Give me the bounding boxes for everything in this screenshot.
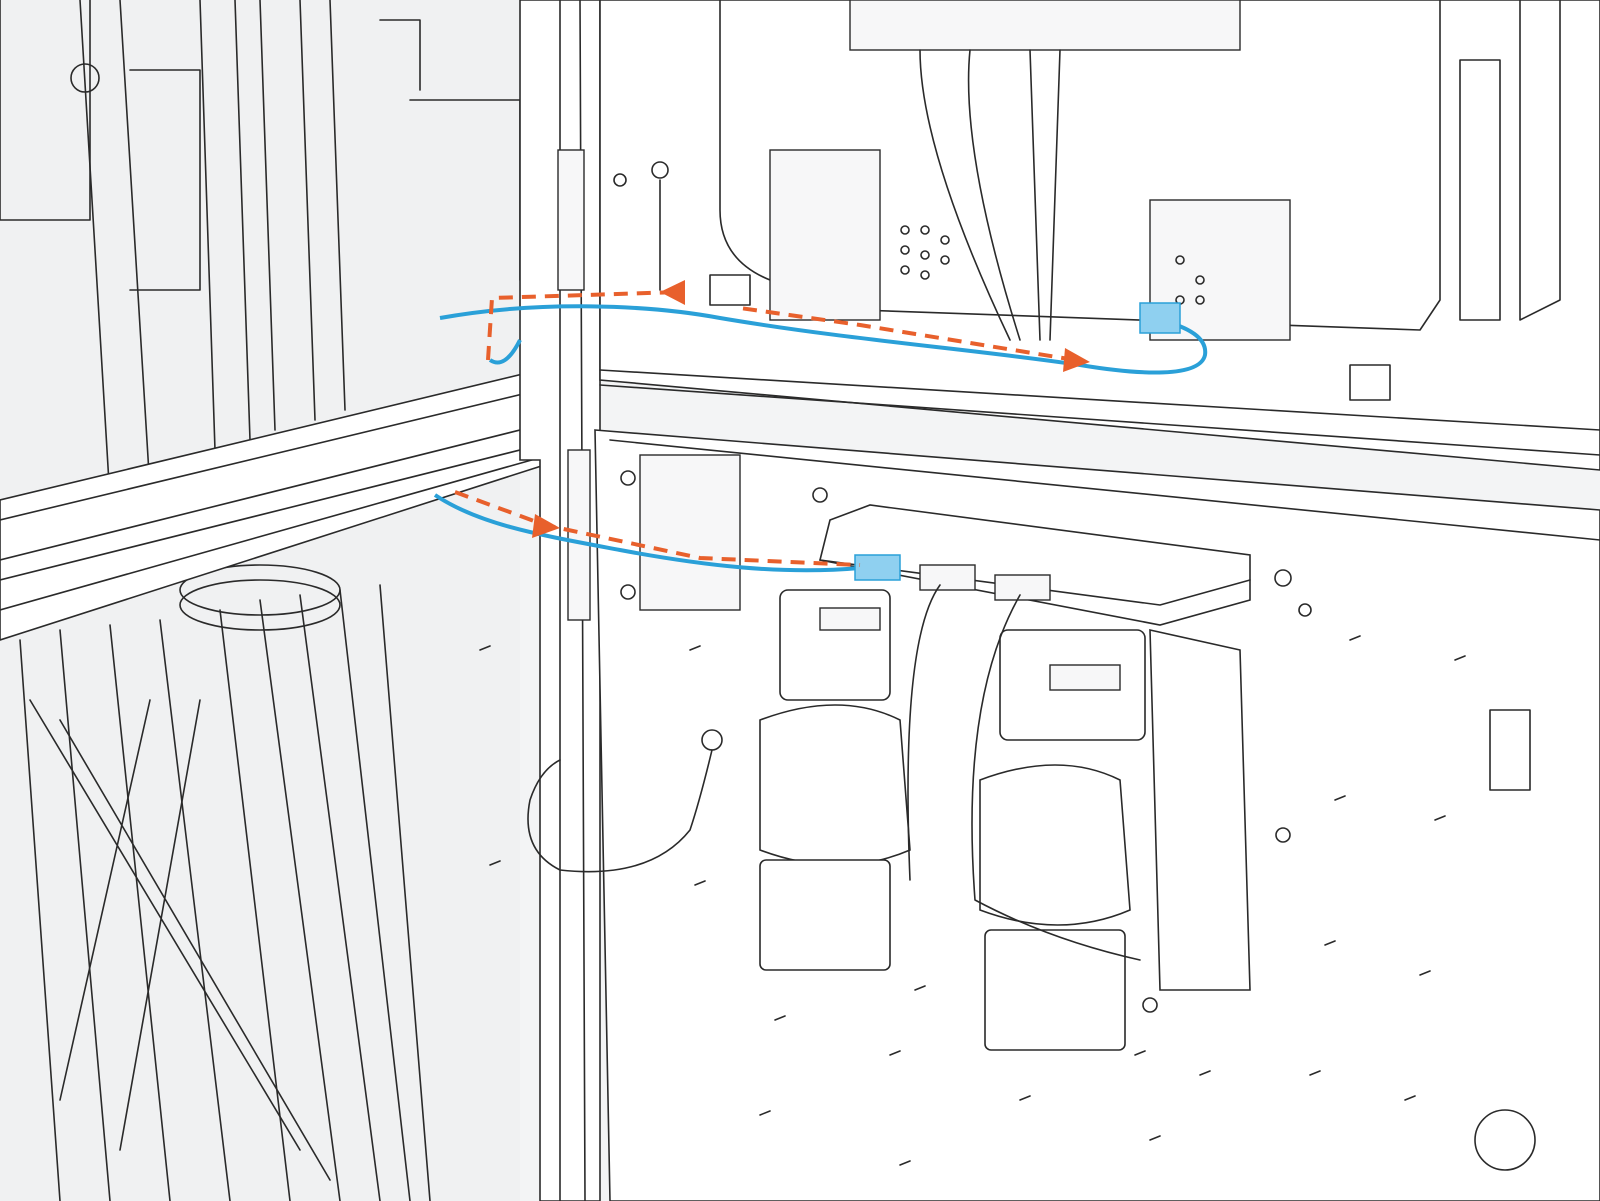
arrow-lower [532,514,560,538]
highlighted-connector-upper [1139,302,1181,334]
actuator-left [759,589,911,971]
cable-upper-run [439,304,1208,375]
highlighted-cable [433,302,1208,581]
actuator-right [907,584,1251,1051]
arrow-upper-right [1063,348,1090,372]
cable-lower-run [433,493,861,573]
cable-bend [488,339,522,365]
highlighted-connector-lower [854,554,901,581]
route-dash-upper-left [486,290,681,361]
door-frame [519,0,601,1201]
cable-route-arrows [454,280,1090,567]
route-dash-lower [454,490,861,567]
upper-panel [599,0,1600,471]
control-module [819,504,1251,626]
route-dash-upper-right [739,306,1076,362]
arrow-upper-left [660,280,685,305]
